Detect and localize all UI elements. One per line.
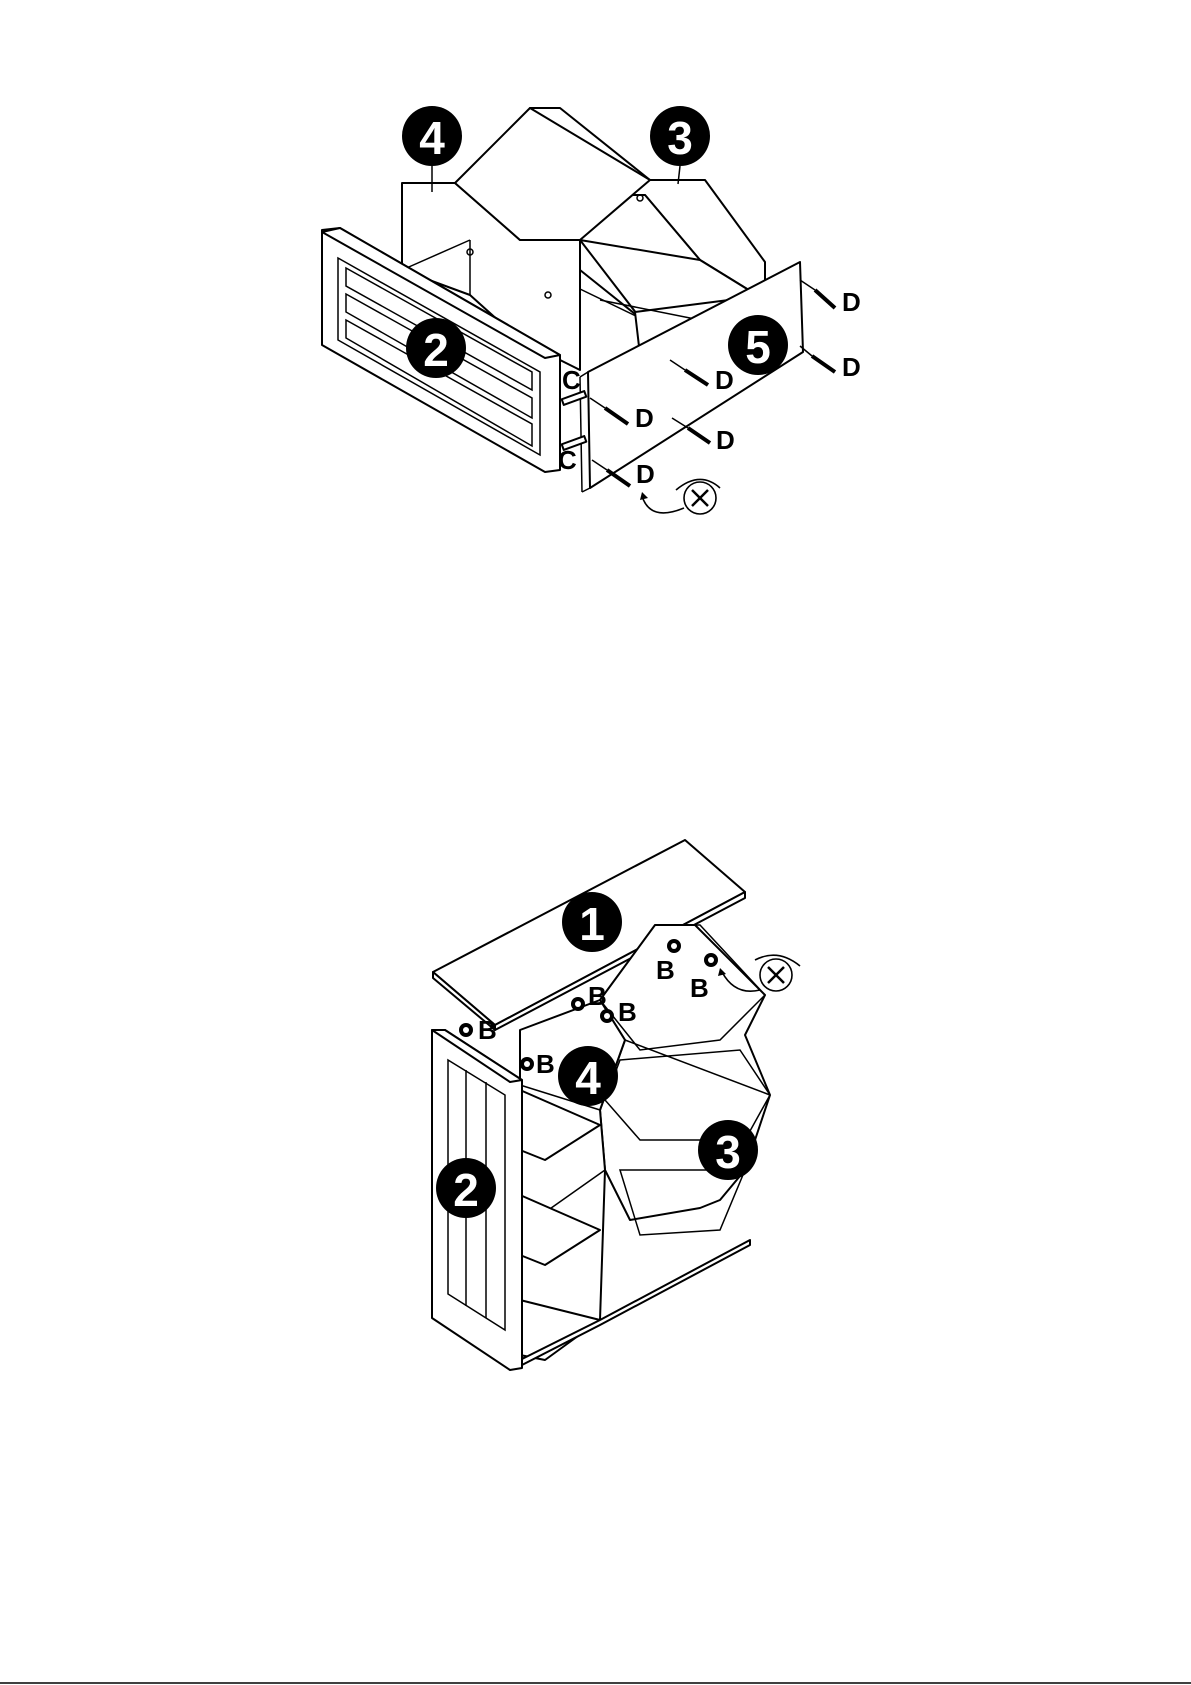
cam-lock-b-4 <box>600 1009 614 1023</box>
badge-part-3: 3 <box>698 1120 758 1180</box>
label-d-6: D <box>636 459 655 489</box>
cam-lock-b-3 <box>571 997 585 1011</box>
part-3-panel <box>600 925 770 1235</box>
label-c-2: C <box>558 445 577 475</box>
label-d-4: D <box>635 403 654 433</box>
badge-part-4: 4 <box>402 106 462 192</box>
badge-part-2: 2 <box>406 318 466 378</box>
step-top: 4 3 2 5 C C D D D D D D <box>322 106 861 514</box>
label-d-3: D <box>715 365 734 395</box>
label-c-1: C <box>562 365 581 395</box>
cam-lock-b-1 <box>459 1023 473 1037</box>
screw-d-1 <box>800 280 835 308</box>
badge-part-5: 5 <box>728 315 788 375</box>
label-d-2: D <box>842 352 861 382</box>
svg-text:4: 4 <box>419 112 445 164</box>
label-d-1: D <box>842 287 861 317</box>
label-b-2: B <box>536 1049 555 1079</box>
svg-text:2: 2 <box>423 324 449 376</box>
step-bottom: 1 4 3 2 B B B B B B <box>432 840 800 1370</box>
badge-part-2: 2 <box>436 1158 496 1218</box>
svg-text:1: 1 <box>579 898 605 950</box>
badge-part-3: 3 <box>650 106 710 184</box>
label-b-5: B <box>656 955 675 985</box>
svg-text:3: 3 <box>667 112 693 164</box>
cam-lock-b-2 <box>520 1057 534 1071</box>
label-b-1: B <box>478 1015 497 1045</box>
badge-part-1: 1 <box>562 892 622 952</box>
label-d-5: D <box>716 425 735 455</box>
svg-text:3: 3 <box>715 1126 741 1178</box>
svg-text:5: 5 <box>745 321 771 373</box>
screw-d-2 <box>800 346 835 372</box>
label-b-3: B <box>588 981 607 1011</box>
svg-text:2: 2 <box>453 1164 479 1216</box>
cam-lock-b-6 <box>704 953 718 967</box>
label-b-6: B <box>690 973 709 1003</box>
svg-text:4: 4 <box>575 1052 601 1104</box>
label-b-4: B <box>618 997 637 1027</box>
badge-part-4: 4 <box>558 1046 618 1106</box>
cam-lock-b-5 <box>667 939 681 953</box>
